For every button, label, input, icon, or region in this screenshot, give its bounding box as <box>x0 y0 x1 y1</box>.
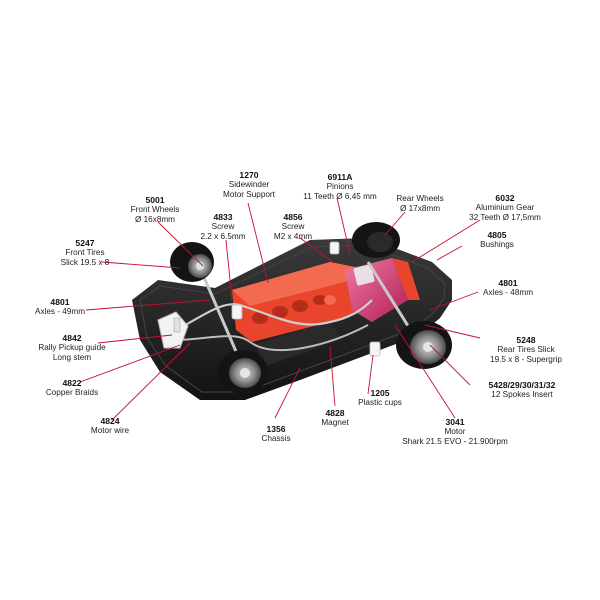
front-tire-top <box>170 242 214 282</box>
motor-wire <box>175 299 373 331</box>
motor <box>345 258 420 322</box>
motor-wire-2 <box>175 324 369 352</box>
leader-lines <box>79 197 481 421</box>
rear-tire-bottom <box>396 321 452 369</box>
front-tire-bottom <box>218 350 268 394</box>
rear-tire-top <box>352 222 400 258</box>
pickup-guide <box>157 311 189 349</box>
plastic-cups <box>231 241 381 357</box>
motor-support <box>232 262 372 342</box>
